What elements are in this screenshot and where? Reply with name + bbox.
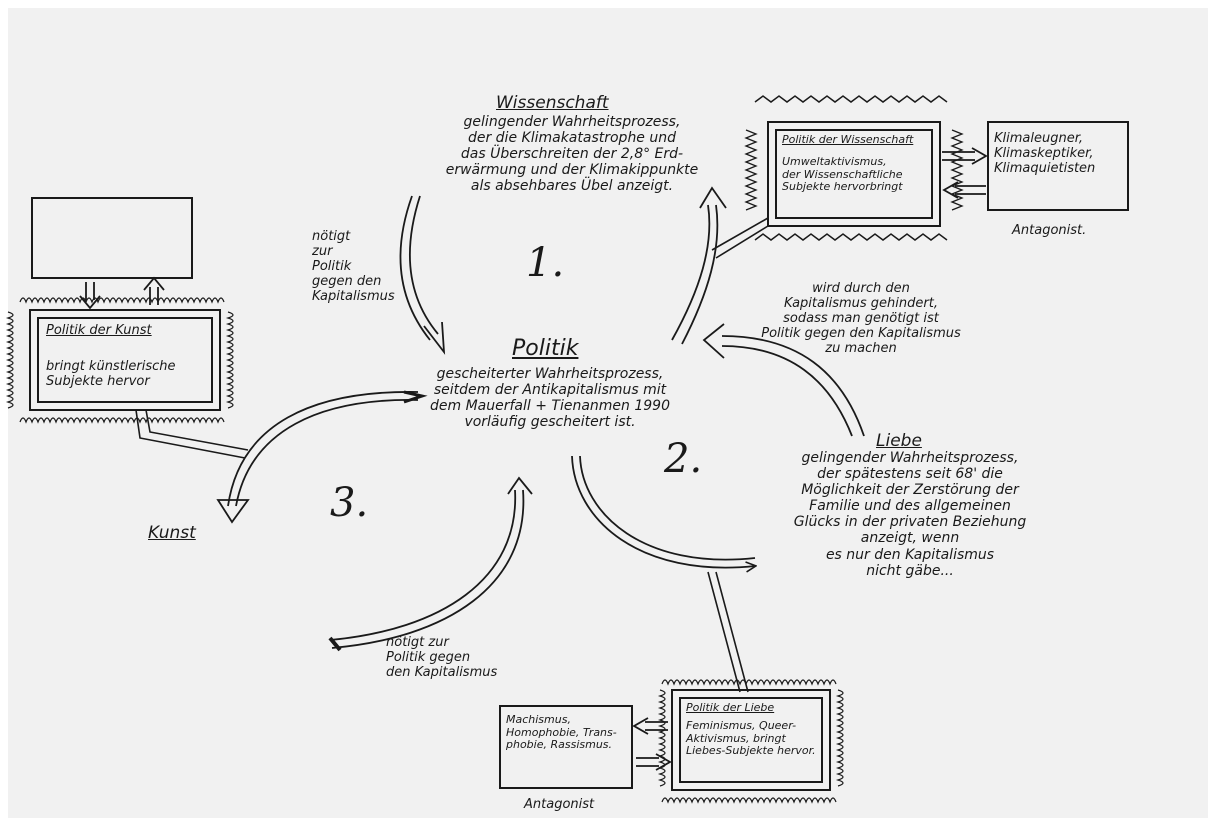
number-2: 2. bbox=[664, 436, 703, 482]
paper-background bbox=[8, 8, 1208, 818]
politik-wissenschaft-text: Umweltaktivismus, der Wissenschaftliche … bbox=[782, 155, 903, 194]
cycle-arrows bbox=[216, 186, 865, 652]
wissenschaft-heading: Wissenschaft bbox=[496, 93, 609, 113]
connector-liebe bbox=[707, 571, 749, 693]
kunst-heading: Kunst bbox=[148, 523, 196, 543]
zigzag-top bbox=[754, 95, 948, 103]
number-1: 1. bbox=[526, 240, 565, 286]
arrow-label-2: wird durch den Kapitalismus gehindert, s… bbox=[761, 281, 961, 356]
politik-liebe-text: Feminismus, Queer- Aktivismus, bringt Li… bbox=[686, 719, 816, 758]
politik-heading: Politik bbox=[512, 336, 579, 361]
antagonist-wissenschaft-box bbox=[987, 121, 1129, 211]
politik-text: gescheiterter Wahrheitsprozess, seitdem … bbox=[430, 366, 670, 431]
liebe-heading: Liebe bbox=[876, 431, 922, 451]
politik-wissenschaft-box bbox=[744, 95, 964, 241]
antagonist-arrows-bottom bbox=[632, 717, 672, 771]
antagonist-wissenschaft-text: Klimaleugner, Klimaskeptiker, Klimaquiet… bbox=[994, 131, 1096, 176]
antagonist-wissenschaft-label: Antagonist. bbox=[1012, 223, 1087, 238]
politik-liebe-box bbox=[657, 679, 844, 804]
politik-kunst-text: bringt künstlerische Subjekte hervor bbox=[46, 359, 176, 389]
zigzag-bottom bbox=[754, 233, 948, 241]
antagonist-liebe-label: Antagonist bbox=[524, 797, 595, 812]
empty-box bbox=[31, 197, 193, 279]
arrow-label-3: nötigt zur Politik gegen den Kapitalismu… bbox=[386, 635, 498, 680]
antagonist-liebe-text: Machismus, Homophobie, Trans- phobie, Ra… bbox=[506, 713, 617, 752]
liebe-text: gelingender Wahrheitsprozess, der spätes… bbox=[793, 450, 1027, 579]
politik-liebe-heading: Politik der Liebe bbox=[686, 701, 775, 714]
politik-kunst-heading: Politik der Kunst bbox=[46, 323, 152, 338]
connector-wissenschaft bbox=[711, 217, 769, 259]
antagonist-liebe-box bbox=[499, 705, 633, 789]
politik-wissenschaft-heading: Politik der Wissenschaft bbox=[782, 133, 914, 146]
wissenschaft-text: gelingender Wahrheitsprozess, der die Kl… bbox=[445, 114, 699, 195]
politik-kunst-box bbox=[5, 297, 234, 424]
connector-kunst bbox=[135, 409, 249, 459]
number-3: 3. bbox=[330, 480, 369, 526]
arrow-label-1: nötigt zur Politik gegen den Kapitalismu… bbox=[312, 229, 395, 304]
antagonist-arrows-top bbox=[942, 147, 988, 199]
